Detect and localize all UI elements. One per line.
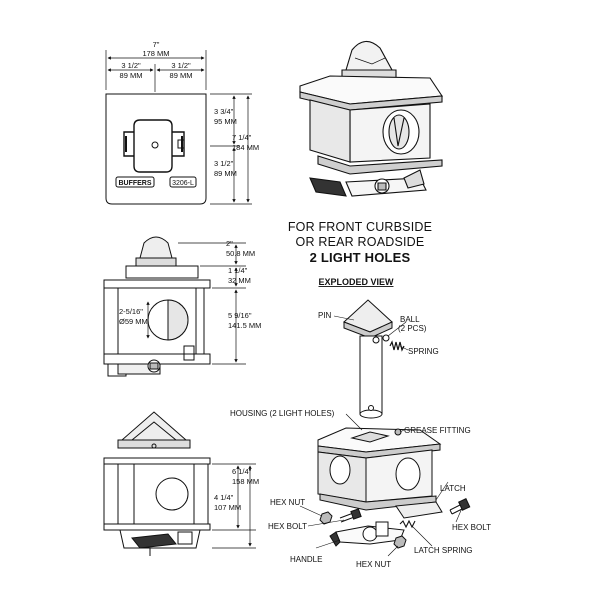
hex-bolt-right (449, 503, 465, 515)
top-view (105, 93, 207, 205)
latch-spring-part (399, 519, 416, 529)
dim-half-left-in: 3 1/2" (121, 61, 141, 70)
heading-line-2: OR REAR ROADSIDE (295, 235, 425, 249)
grease-fitting (394, 428, 402, 436)
dim-right-total-mm: 184 MM (232, 143, 259, 152)
dim-side-height-mm: 141.5 MM (228, 321, 261, 330)
label-housing: HOUSING (2 LIGHT HOLES) (230, 409, 335, 418)
dim-side-top-in: 2" (226, 239, 233, 248)
dim-half-left-mm: 89 MM (120, 71, 143, 80)
dim-side-mid-in: 1 1/4" (228, 266, 248, 275)
dim-front-upper-in: 6 1/4" (232, 467, 252, 476)
label-hex-nut-top: HEX NUT (270, 498, 305, 507)
latch-part (395, 501, 443, 519)
brand-label: BUFFERS (118, 180, 151, 187)
exploded-title: EXPLODED VIEW (318, 277, 394, 287)
part-number-label: 3206-L (172, 180, 194, 187)
exploded-view (317, 299, 471, 549)
hex-nut-bottom-part (393, 535, 407, 549)
label-grease-fitting: GREASE FITTING (404, 426, 471, 435)
heading-line-1: FOR FRONT CURBSIDE (287, 220, 433, 234)
label-pin: PIN (318, 311, 332, 320)
spring-part (389, 340, 405, 352)
dim-side-height-in: 5 9/16" (228, 311, 252, 320)
label-hex-nut-bottom: HEX NUT (356, 560, 391, 569)
ball-2 (382, 334, 390, 342)
dim-hole-in: 2-5/16" (119, 307, 143, 316)
dim-front-lower-mm: 107 MM (214, 503, 241, 512)
isometric-view (299, 40, 443, 197)
label-ball: BALL (400, 315, 420, 324)
label-hex-bolt-left: HEX BOLT (268, 522, 307, 531)
dim-side-top-mm: 50.8 MM (226, 249, 255, 258)
dim-front-lower-in: 4 1/4" (214, 493, 234, 502)
label-spring: SPRING (408, 347, 439, 356)
brand-plate (115, 176, 155, 188)
dim-right-upper-mm: 95 MM (214, 117, 237, 126)
label-ball-qty: (2 PCS) (398, 324, 427, 333)
label-latch: LATCH (440, 484, 466, 493)
dim-width-mm: 178 MM (142, 49, 169, 58)
dim-half-right-in: 3 1/2" (171, 61, 191, 70)
front-view (103, 411, 211, 556)
top-view-hub (133, 119, 173, 173)
product-heading: FOR FRONT CURBSIDE OR REAR ROADSIDE 2 LI… (260, 220, 460, 265)
dim-side-mid-mm: 32 MM (228, 276, 251, 285)
label-latch-spring: LATCH SPRING (414, 546, 473, 555)
dim-front-upper-mm: 158 MM (232, 477, 259, 486)
pin-shaft (359, 335, 383, 415)
dim-half-right-mm: 89 MM (170, 71, 193, 80)
dim-hole-mm: Ø59 MM (119, 317, 148, 326)
hex-nut-top-part (319, 511, 333, 525)
dim-right-lower-mm: 89 MM (214, 169, 237, 178)
dim-width-in: 7" (153, 40, 160, 49)
label-handle: HANDLE (290, 555, 322, 564)
heading-line-3: 2 LIGHT HOLES (309, 250, 411, 265)
dim-right-lower-in: 3 1/2" (214, 159, 234, 168)
dim-right-total-in: 7 1/4" (232, 133, 252, 142)
label-hex-bolt-right: HEX BOLT (452, 523, 491, 532)
part-plate (169, 176, 197, 188)
side-view (103, 236, 211, 377)
top-view-body (105, 93, 207, 205)
ball-1 (372, 336, 380, 344)
dim-right-upper-in: 3 3/4" (214, 107, 234, 116)
